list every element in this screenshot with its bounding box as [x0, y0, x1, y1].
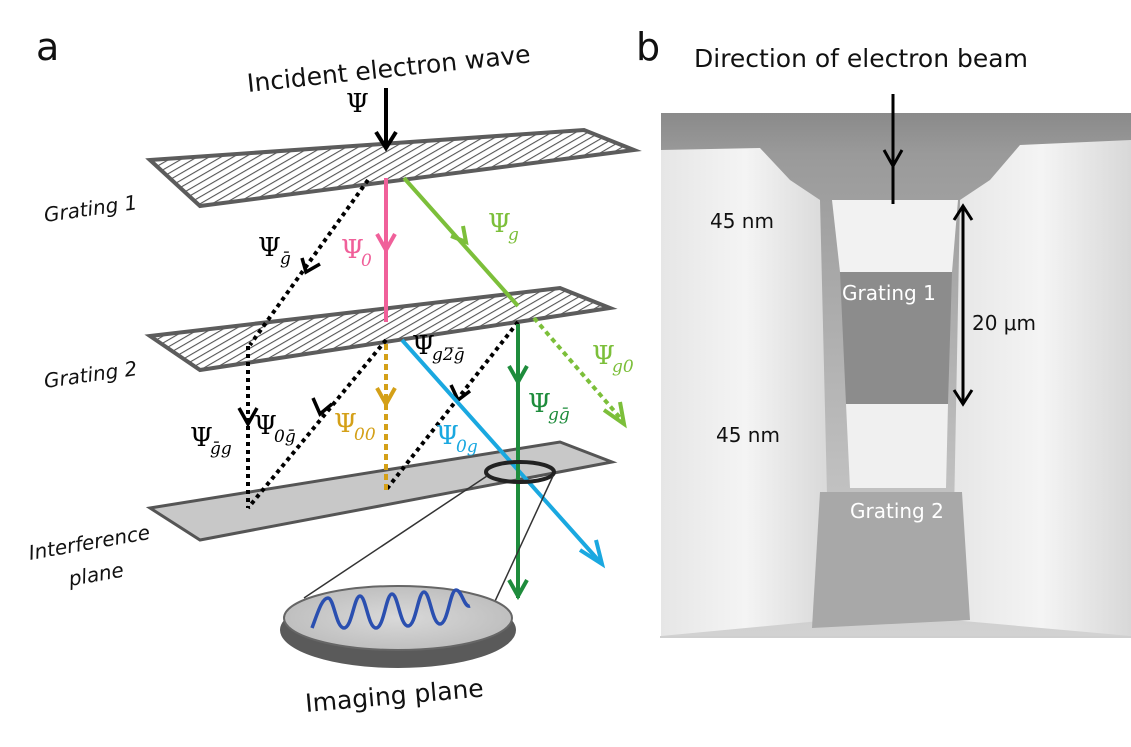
psi-00-symbol: Ψ [334, 409, 357, 439]
psi-0g-sub: 0g [456, 437, 478, 457]
psi-00-sub: 00 [354, 425, 376, 445]
panel-a-letter: a [36, 25, 59, 69]
imaging-plane-label: Imaging plane [304, 673, 485, 717]
psi-0-sub: 0 [361, 251, 372, 271]
arrow-psi-00 [375, 387, 397, 409]
psi-ggbar-sub: gḡ [548, 405, 570, 425]
psi-g2g-symbol: Ψ [412, 331, 435, 361]
sem-grating-1-label: Grating 1 [842, 281, 936, 305]
interference-wave-pattern [310, 588, 471, 630]
incident-wave-label: Incident electron wave [246, 39, 532, 98]
beam-psi-0g [400, 338, 602, 564]
zoom-line-right [489, 475, 554, 613]
sem-gap [840, 272, 952, 404]
panel-b-letter: b [636, 25, 660, 69]
sem-grating-1-membrane [832, 200, 958, 272]
arrow-psi-g [450, 225, 469, 246]
sem-bottom-cavity [812, 492, 970, 628]
sem-left-wall [661, 148, 830, 636]
psi-gbarg-symbol: Ψ [190, 423, 213, 453]
grating-1-plane [145, 127, 642, 209]
sem-distance-arrow-top [952, 203, 974, 221]
psi-gbar-sub: ḡ [280, 249, 291, 269]
grating-2-plane [144, 285, 618, 373]
sem-beam-arrowhead [882, 149, 904, 170]
psi-0g-symbol: Ψ [436, 421, 459, 451]
sem-grating-2-label: Grating 2 [850, 499, 944, 523]
psi-gbar-symbol: Ψ [258, 233, 281, 263]
psi-0gbar-sub: 0ḡ [274, 427, 296, 447]
observation-ring [484, 460, 556, 484]
psi-gbarg-sub: ḡg [210, 439, 232, 459]
psi-g-symbol: Ψ [488, 209, 511, 239]
sem-grating-2-membrane [846, 404, 948, 488]
sem-distance-arrow-bottom [952, 389, 974, 407]
arrow-psi-ggbar-upper [507, 365, 529, 387]
arrow-psi-0-gbar [311, 397, 334, 417]
sem-20um-label: 20 μm [972, 311, 1036, 335]
sem-bottom-edge [660, 636, 1131, 638]
sem-45nm-top: 45 nm [710, 209, 774, 233]
arrow-psi-0g [578, 539, 606, 569]
interference-label-line2: plane [66, 558, 126, 591]
psi-g0-symbol: Ψ [592, 341, 615, 371]
sem-image [660, 113, 1131, 638]
grating-2-label: Grating 2 [42, 356, 138, 393]
psi-g-sub: g [508, 225, 519, 245]
psi-ggbar-symbol: Ψ [528, 389, 551, 419]
sem-right-wall [952, 140, 1131, 636]
arrow-psi-gbar-g [237, 407, 259, 428]
psi-g0-sub: g0 [612, 357, 634, 377]
arrow-psi-g0 [602, 401, 627, 429]
sem-45nm-bottom: 45 nm [716, 423, 780, 447]
beam-direction-title: Direction of electron beam [694, 44, 1028, 73]
interference-label-line1: Interference [27, 520, 152, 565]
psi-0gbar-symbol: Ψ [254, 411, 277, 441]
arrow-psi-0 [375, 233, 397, 255]
psi-label: Ψ [346, 89, 369, 119]
beam-psi-gbar [248, 178, 370, 347]
incident-arrowhead [374, 130, 398, 152]
beam-psi-g0 [532, 316, 624, 422]
arrow-psi-ggbar-lower [507, 579, 529, 601]
psi-0-symbol: Ψ [341, 235, 364, 265]
grating-1-label: Grating 1 [42, 190, 138, 227]
arrow-psi-gbar [300, 257, 321, 275]
beam-psi-g2g [384, 320, 520, 492]
imaging-disc-top [283, 585, 513, 651]
psi-g2g-sub: g2̅ḡ [432, 345, 465, 365]
zoom-line-left [303, 475, 488, 599]
